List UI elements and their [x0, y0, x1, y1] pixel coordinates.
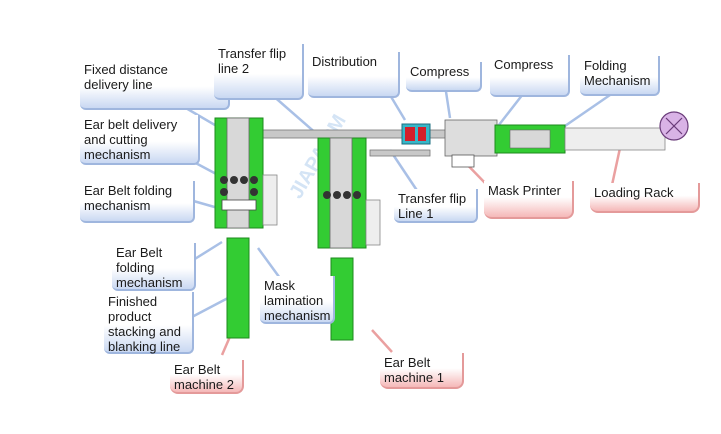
- machine-1-wheels: [323, 191, 361, 199]
- label-ear-belt-machine-2: Ear Belt machine 2: [170, 360, 244, 394]
- label-ear-belt-delivery: Ear belt delivery and cutting mechanism: [80, 115, 200, 165]
- machine-2-panel: [262, 174, 278, 226]
- label-ear-belt-folding-2: Ear Belt folding mechanism: [112, 243, 196, 291]
- machine-1-panel: [365, 199, 381, 246]
- distribution-red-block-2: [418, 127, 426, 141]
- label-finished-product: Finished product stacking and blanking l…: [104, 292, 194, 354]
- machine-2-output-line: [226, 237, 250, 339]
- transfer-conveyor-lower: [369, 149, 431, 157]
- mask-printer-unit: [451, 154, 475, 168]
- label-mask-printer: Mask Printer: [484, 181, 574, 219]
- label-ear-belt-folding-1: Ear Belt folding mechanism: [80, 181, 195, 223]
- folding-inner: [509, 129, 551, 149]
- label-folding-mechanism: Folding Mechanism: [580, 56, 660, 96]
- machine-2-folder: [221, 199, 257, 211]
- label-distribution: Distribution: [308, 52, 400, 98]
- label-mask-lamination: Mask lamination mechanism: [260, 276, 335, 324]
- compress-unit: [444, 119, 498, 157]
- distribution-red-block: [405, 127, 415, 141]
- label-loading-rack: Loading Rack: [590, 183, 700, 213]
- loading-rack-frame: [564, 127, 666, 151]
- machine-2-wheels: [220, 176, 258, 196]
- label-fixed-distance: Fixed distance delivery line: [80, 60, 230, 110]
- label-compress-1: Compress: [406, 62, 482, 92]
- label-transfer-flip-1: Transfer flip Line 1: [394, 189, 478, 223]
- label-ear-belt-machine-1: Ear Belt machine 1: [380, 353, 464, 389]
- machine-2-spine: [226, 117, 250, 229]
- label-transfer-flip-2: Transfer flip line 2: [214, 44, 304, 100]
- label-compress-2: Compress: [490, 55, 570, 97]
